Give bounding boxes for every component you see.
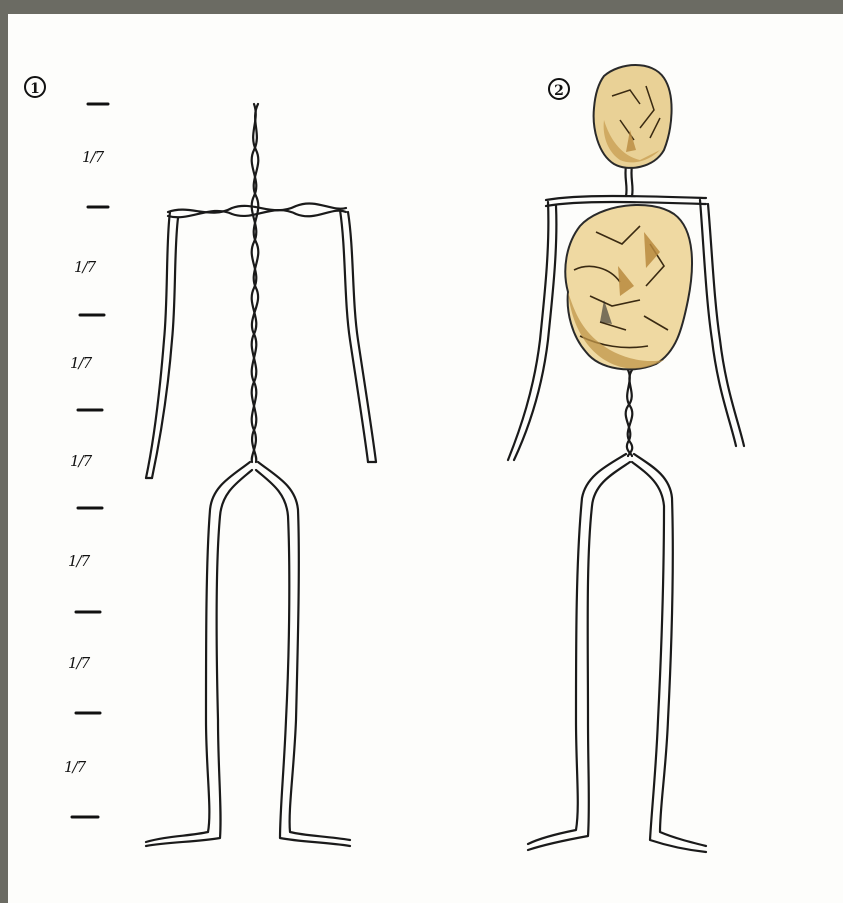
- left-arm: [514, 206, 556, 460]
- right-leg: [634, 454, 706, 846]
- figure-number-2: 2: [548, 78, 570, 100]
- right-leg: [258, 462, 350, 840]
- right-leg: [256, 470, 350, 846]
- left-leg: [528, 462, 630, 850]
- figure-number-1: 1: [24, 76, 46, 98]
- scale-fraction: 1/7: [64, 758, 85, 776]
- scale-fraction: 1/7: [70, 452, 91, 470]
- scale-fraction: 1/7: [68, 552, 89, 570]
- right-arm: [340, 210, 368, 462]
- neck-wire: [625, 166, 626, 196]
- left-leg: [146, 462, 250, 842]
- figure-1-armature: [146, 104, 376, 846]
- scale-fraction: 1/7: [70, 354, 91, 372]
- left-leg: [146, 470, 252, 846]
- left-leg: [528, 454, 626, 844]
- shoulder-bar: [546, 196, 706, 200]
- left-arm: [152, 218, 178, 478]
- neck-wire: [631, 166, 632, 196]
- left-arm: [146, 212, 170, 478]
- torso-padding: [565, 205, 692, 369]
- left-arm: [508, 202, 548, 460]
- head-padding: [594, 65, 672, 168]
- right-leg: [632, 462, 706, 852]
- scale-fraction: 1/7: [68, 654, 89, 672]
- scale-fraction: 1/7: [74, 258, 95, 276]
- scale-fraction: 1/7: [82, 148, 103, 166]
